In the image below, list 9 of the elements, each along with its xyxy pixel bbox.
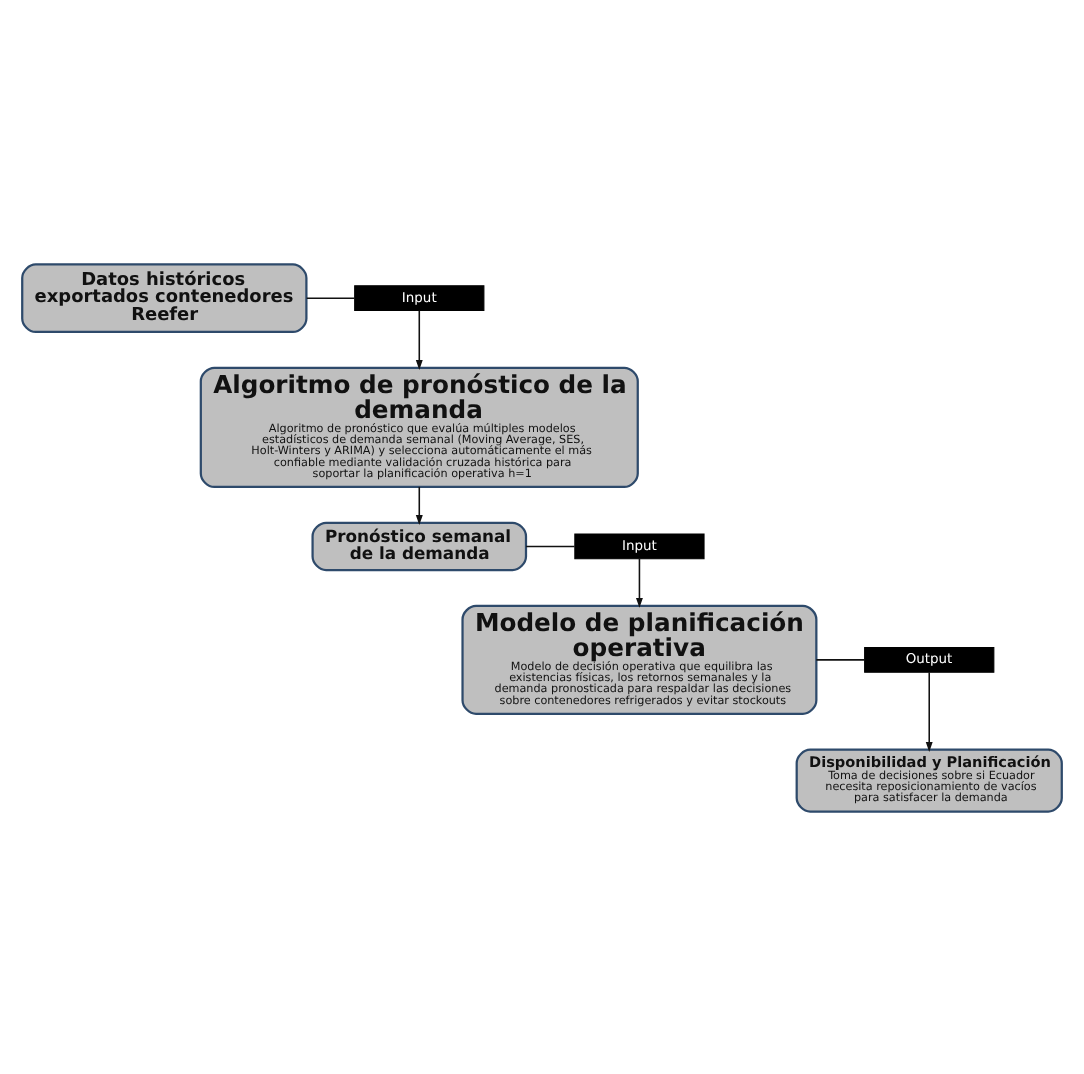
connector — [525, 544, 576, 547]
node-box: Pronóstico semanal de la demanda — [311, 520, 528, 571]
node-box: Datos históricos exportados contenedores Reefer — [21, 262, 308, 332]
arrow — [635, 557, 643, 607]
connector — [305, 296, 356, 298]
arrow — [415, 485, 423, 524]
connector — [815, 658, 866, 660]
arrow — [415, 308, 423, 369]
arrow — [925, 670, 933, 751]
